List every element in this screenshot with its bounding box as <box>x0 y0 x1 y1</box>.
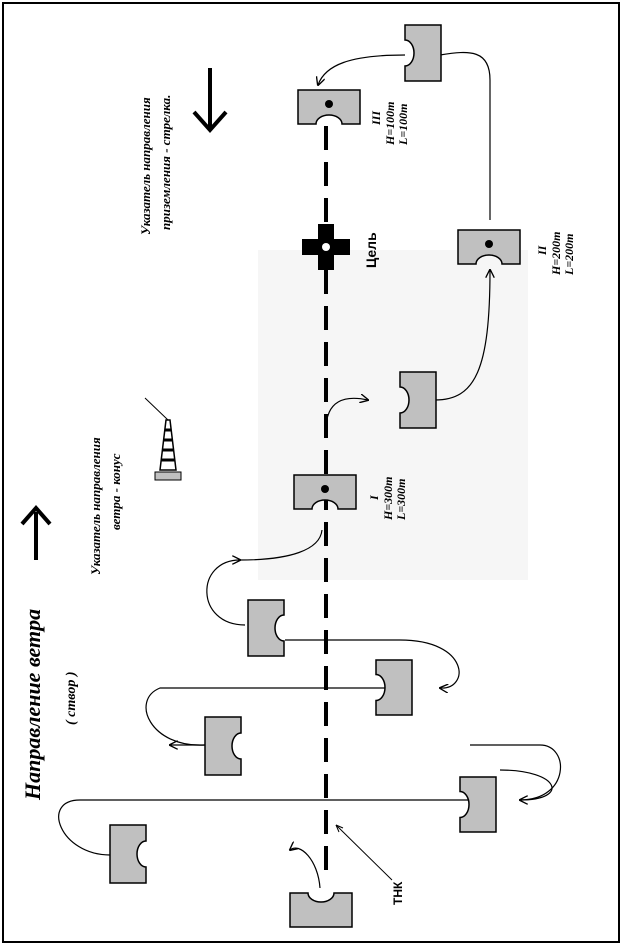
plane-icon <box>293 474 357 510</box>
landing-arrow-icon <box>192 68 228 134</box>
tnk-pointer <box>335 824 393 881</box>
target-label: Цель <box>363 232 379 268</box>
highlight-band <box>258 250 528 580</box>
plane-dot <box>325 100 333 108</box>
stage-1-l: L=300m <box>394 478 408 521</box>
stage-2-h: H=200m <box>549 231 563 276</box>
landing-label-line2: приземления - стрелка. <box>158 95 173 230</box>
wind-cone-icon <box>144 397 182 481</box>
plane-icon <box>297 89 361 125</box>
stage-2-l: L=200m <box>562 233 576 276</box>
landing-label-line1: Указатель направления <box>138 97 153 235</box>
stage-1-h: H=300m <box>381 476 395 521</box>
plane-dot <box>321 485 329 493</box>
plane-dot <box>485 240 493 248</box>
target-cross <box>302 224 350 270</box>
plane-icon <box>457 229 521 265</box>
plane-icon <box>289 892 353 928</box>
tnk-label: ТНК <box>391 881 405 905</box>
plane-icon <box>399 371 437 429</box>
plane-icons <box>109 24 521 928</box>
plane-icon <box>404 24 442 82</box>
wind-title: Направление ветра <box>20 609 45 801</box>
stage-3-num: III <box>369 110 383 126</box>
plane-icon <box>204 716 242 776</box>
plane-icon <box>109 824 147 884</box>
plane-icon <box>459 776 497 833</box>
wind-subtitle: ( створ ) <box>64 672 79 726</box>
stage-2-num: II <box>535 244 549 256</box>
tnk-pointer-head <box>335 824 344 833</box>
stage-3-h: H=100m <box>383 101 397 146</box>
stage-3-l: L=100m <box>396 103 410 146</box>
wind-arrow-icon <box>20 504 52 560</box>
cone-label-line2: ветра - конус <box>108 453 123 530</box>
plane-icon <box>375 659 413 716</box>
cone-label-line1: Указатель направления <box>88 437 103 575</box>
stage-1-num: I <box>367 494 381 501</box>
plane-icon <box>247 599 285 657</box>
